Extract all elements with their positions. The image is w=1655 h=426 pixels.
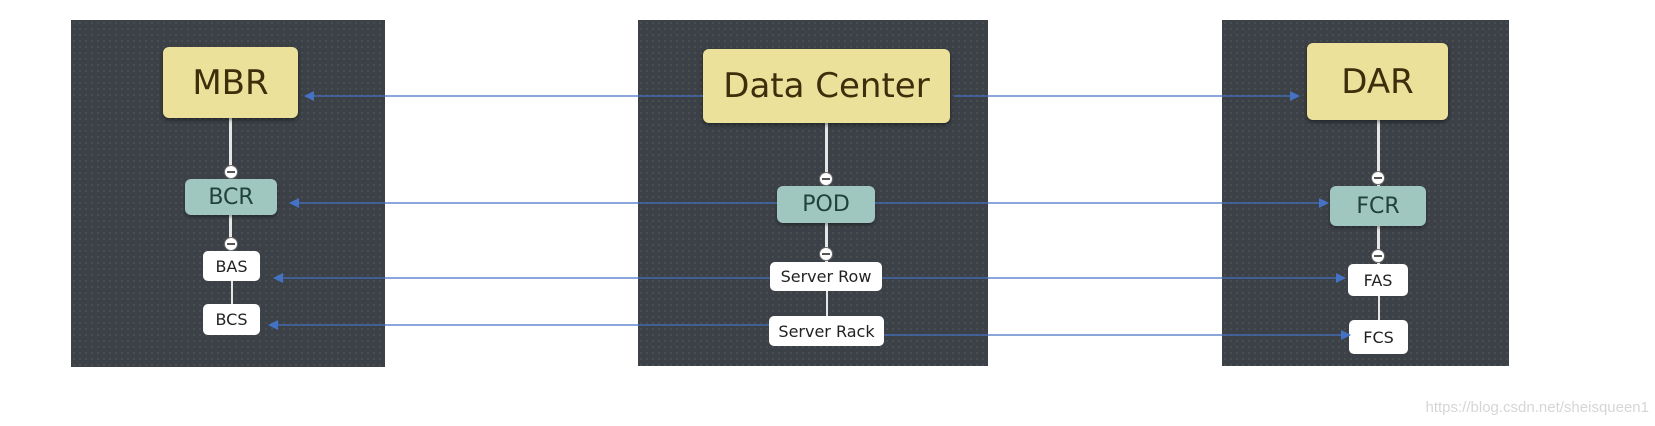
pod-node[interactable]: POD — [777, 186, 875, 223]
right-edge-level2-level3 — [1378, 296, 1380, 322]
right-edge-level1-level2 — [1377, 226, 1380, 266]
center-edge-root-level1 — [825, 122, 828, 188]
bas-node[interactable]: BAS — [203, 251, 260, 281]
bcr-node[interactable]: BCR — [185, 179, 277, 215]
center-collapse-icon-1[interactable] — [819, 172, 833, 186]
left-edge-level2-level3 — [231, 280, 233, 306]
mbr-node[interactable]: MBR — [163, 47, 298, 118]
server-row-node[interactable]: Server Row — [770, 262, 882, 291]
fas-node[interactable]: FAS — [1348, 264, 1408, 296]
right-collapse-icon-1[interactable] — [1371, 171, 1385, 185]
center-collapse-icon-2[interactable] — [819, 247, 833, 261]
bcs-node[interactable]: BCS — [203, 304, 260, 335]
left-edge-level1-level2 — [229, 214, 232, 254]
watermark: https://blog.csdn.net/sheisqueen1 — [1425, 399, 1650, 416]
center-edge-level1-level2 — [825, 222, 828, 264]
left-edge-root-level1 — [229, 118, 232, 186]
left-collapse-icon-1[interactable] — [224, 165, 238, 179]
fcs-node[interactable]: FCS — [1349, 320, 1408, 354]
left-collapse-icon-2[interactable] — [224, 237, 238, 251]
center-edge-level2-level3 — [826, 290, 828, 318]
dar-node[interactable]: DAR — [1307, 43, 1448, 120]
fcr-node[interactable]: FCR — [1330, 186, 1426, 226]
right-edge-root-level1 — [1377, 120, 1380, 188]
right-collapse-icon-2[interactable] — [1371, 249, 1385, 263]
data-center-node[interactable]: Data Center — [703, 49, 950, 123]
server-rack-node[interactable]: Server Rack — [769, 316, 884, 346]
